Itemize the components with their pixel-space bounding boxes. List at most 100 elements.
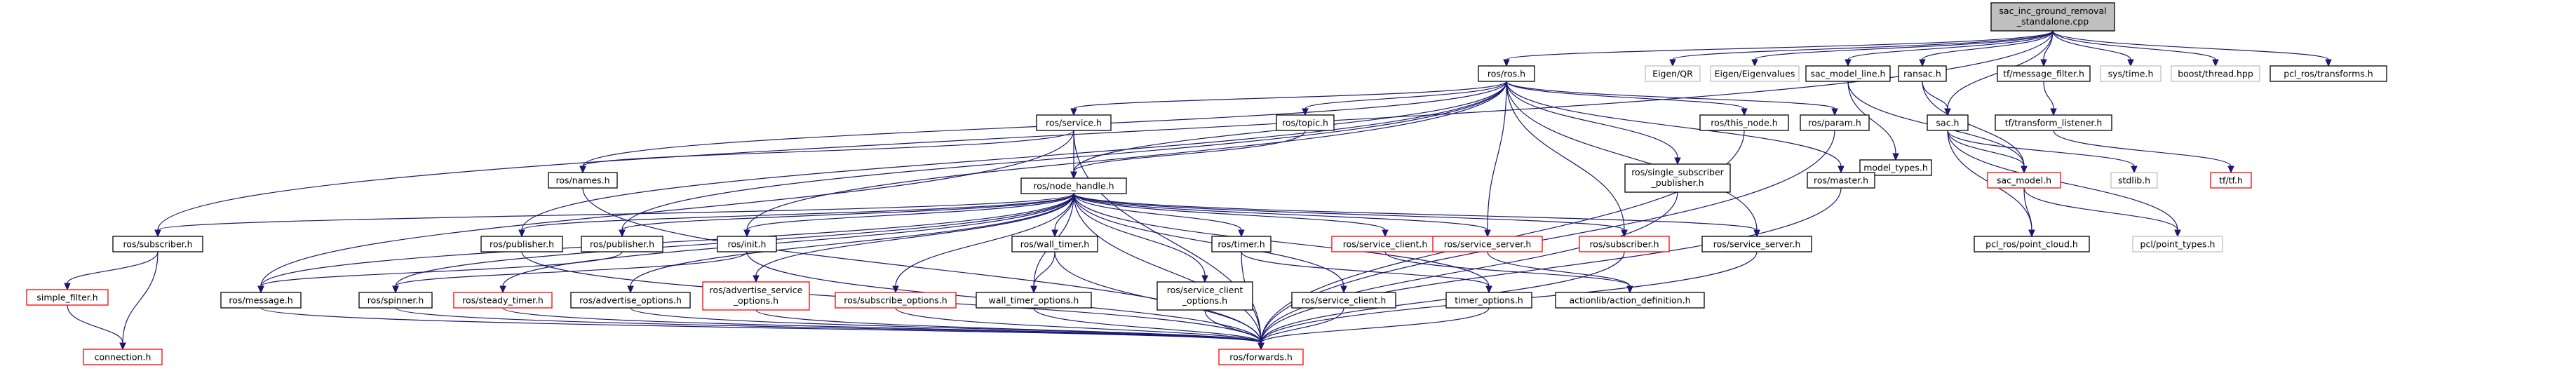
file-node-tf-msg[interactable]: tf/message_filter.h — [1997, 65, 2091, 82]
node-label: ros/subscriber.h — [123, 239, 192, 250]
node-box — [1800, 114, 1870, 131]
file-node-service-client-options[interactable]: ros/service_client_options.h — [1156, 281, 1253, 311]
file-node-ros-service[interactable]: ros/service.h — [1036, 114, 1112, 131]
edge-line — [260, 193, 1074, 287]
edge-arrowhead — [392, 285, 399, 294]
node-label: pcl/point_types.h — [2140, 239, 2216, 250]
dependency-edge — [518, 193, 1074, 238]
node-box — [2110, 172, 2158, 189]
file-node-ros-this-node[interactable]: ros/this_node.h — [1699, 114, 1789, 131]
edge-line — [1073, 193, 1262, 344]
file-node-tf-tf[interactable]: tf/tf.h — [2210, 172, 2252, 189]
file-node-ros-names[interactable]: ros/names.h — [548, 172, 618, 189]
edge-line — [260, 251, 623, 287]
file-node-service-client-b[interactable]: ros/service_client.h — [1291, 292, 1396, 309]
dependency-edge — [2052, 30, 2332, 67]
file-node-steady-timer[interactable]: ros/steady_timer.h — [453, 292, 553, 309]
edge-arrowhead — [2127, 59, 2134, 67]
file-node-simple-filter[interactable]: simple_filter.h — [26, 289, 109, 306]
node-box — [1987, 172, 2061, 189]
file-node-wall-timer-options[interactable]: wall_timer_options.h — [976, 292, 1092, 309]
file-node-node-handle[interactable]: ros/node_handle.h — [1020, 177, 1127, 194]
file-node-ros-topic[interactable]: ros/topic.h — [1276, 114, 1335, 131]
dependency-edge — [2053, 130, 2234, 174]
edge-line — [755, 309, 1262, 344]
file-node-ros-message[interactable]: ros/message.h — [220, 292, 302, 309]
node-box — [1995, 114, 2112, 131]
edge-arrowhead — [1051, 229, 1058, 238]
edge-arrowhead — [2325, 59, 2332, 67]
node-label: ros/spinner.h — [367, 295, 424, 306]
file-node-ros-service-server[interactable]: ros/service_server.h — [1701, 236, 1812, 252]
dependency-edge — [1073, 193, 1760, 238]
file-node-boost-thread[interactable]: boost/thread.hpp — [2171, 65, 2260, 82]
node-box — [1701, 236, 1812, 252]
file-node-root[interactable]: sac_inc_ground_removal_standalone.cpp — [1990, 2, 2115, 32]
node-label: ros/node_handle.h — [1033, 181, 1114, 191]
file-node-eigen-qr[interactable]: Eigen/QR — [1645, 65, 1701, 82]
file-node-ros-ros[interactable]: ros/ros.h — [1478, 65, 1535, 82]
file-node-ros-spinner[interactable]: ros/spinner.h — [358, 292, 433, 309]
file-node-ros-publisher-a[interactable]: ros/publisher.h — [480, 236, 563, 252]
file-node-ros-subscriber-l[interactable]: ros/subscriber.h — [112, 236, 203, 252]
file-node-ros-init[interactable]: ros/init.h — [717, 236, 777, 252]
file-node-tf-listener[interactable]: tf/transform_listener.h — [1995, 114, 2112, 131]
file-node-ros-timer[interactable]: ros/timer.h — [1211, 236, 1272, 252]
file-node-pcl-transforms[interactable]: pcl_ros/transforms.h — [2270, 65, 2387, 82]
node-box — [1291, 292, 1396, 309]
file-node-ransac[interactable]: ransac.h — [1898, 65, 1947, 82]
node-box — [1036, 114, 1112, 131]
file-node-advertise-options[interactable]: ros/advertise_options.h — [570, 292, 691, 309]
dependency-edge — [1073, 193, 1347, 294]
file-node-ros-publisher-b[interactable]: ros/publisher.h — [581, 236, 663, 252]
dependency-edge — [1030, 251, 1056, 294]
file-node-sac-model-line[interactable]: sac_model_line.h — [1805, 65, 1891, 82]
file-node-adv-service-options[interactable]: ros/advertise_service_options.h — [702, 281, 810, 311]
file-node-ros-param[interactable]: ros/param.h — [1800, 114, 1870, 131]
file-node-stdlib[interactable]: stdlib.h — [2110, 172, 2158, 189]
node-label: boost/thread.hpp — [2178, 69, 2253, 79]
file-node-single-sub-pub[interactable]: ros/single_subscriber_publisher.h — [1624, 163, 1731, 193]
dependency-edge — [2052, 30, 2219, 67]
file-node-ros-master[interactable]: ros/master.h — [1807, 172, 1875, 189]
dependency-edge — [1506, 81, 1845, 174]
node-label: Eigen/QR — [1652, 69, 1693, 79]
dependency-edge — [1922, 81, 1951, 116]
file-node-model-types[interactable]: model_types.h — [1859, 159, 1932, 176]
file-node-actionlib-def[interactable]: actionlib/action_definition.h — [1555, 292, 1705, 309]
file-node-pcl-point-types[interactable]: pcl/point_types.h — [2132, 236, 2223, 252]
node-box — [702, 281, 810, 311]
file-node-pcl-point-cloud[interactable]: pcl_ros/point_cloud.h — [1974, 236, 2090, 252]
edge-arrowhead — [1831, 108, 1838, 116]
file-node-eigen-ev[interactable]: Eigen/Eigenvalues — [1710, 65, 1800, 82]
dependency-edge — [1241, 251, 1492, 294]
dependency-edge — [743, 193, 1074, 238]
file-node-service-server-red[interactable]: ros/service_server.h — [1432, 236, 1543, 252]
dependency-edge — [1073, 193, 1628, 238]
dependency-edge — [64, 251, 159, 291]
edge-arrowhead — [499, 285, 506, 294]
node-box — [581, 236, 663, 252]
dependency-edge — [1073, 193, 1491, 238]
dependency-edge — [1257, 307, 1344, 351]
node-box — [1579, 236, 1670, 252]
dependency-edge — [154, 193, 1074, 238]
file-node-sac[interactable]: sac.h — [1927, 114, 1969, 131]
edge-arrowhead — [1753, 229, 1760, 238]
file-node-ros-subscriber-red[interactable]: ros/subscriber.h — [1579, 236, 1670, 252]
file-node-wall-timer[interactable]: ros/wall_timer.h — [1011, 236, 1098, 252]
file-node-subscribe-options[interactable]: ros/subscribe_options.h — [835, 292, 957, 309]
file-node-connection[interactable]: connection.h — [83, 349, 163, 365]
file-node-sac-model[interactable]: sac_model.h — [1987, 172, 2061, 189]
file-node-service-client-red[interactable]: ros/service_client.h — [1331, 236, 1439, 252]
edge-arrowhead — [1845, 59, 1852, 67]
edge-arrowhead — [64, 283, 71, 291]
node-label: tf/transform_listener.h — [2005, 118, 2103, 128]
file-node-sys-time[interactable]: sys/time.h — [2100, 65, 2162, 82]
edge-line — [895, 307, 1262, 344]
file-node-ros-forwards[interactable]: ros/forwards.h — [1218, 349, 1304, 365]
edge-line — [67, 251, 159, 284]
file-node-timer-options[interactable]: timer_options.h — [1445, 292, 1532, 309]
node-label: ros/service_server.h — [1713, 239, 1801, 250]
dependency-edge — [2023, 187, 2035, 238]
